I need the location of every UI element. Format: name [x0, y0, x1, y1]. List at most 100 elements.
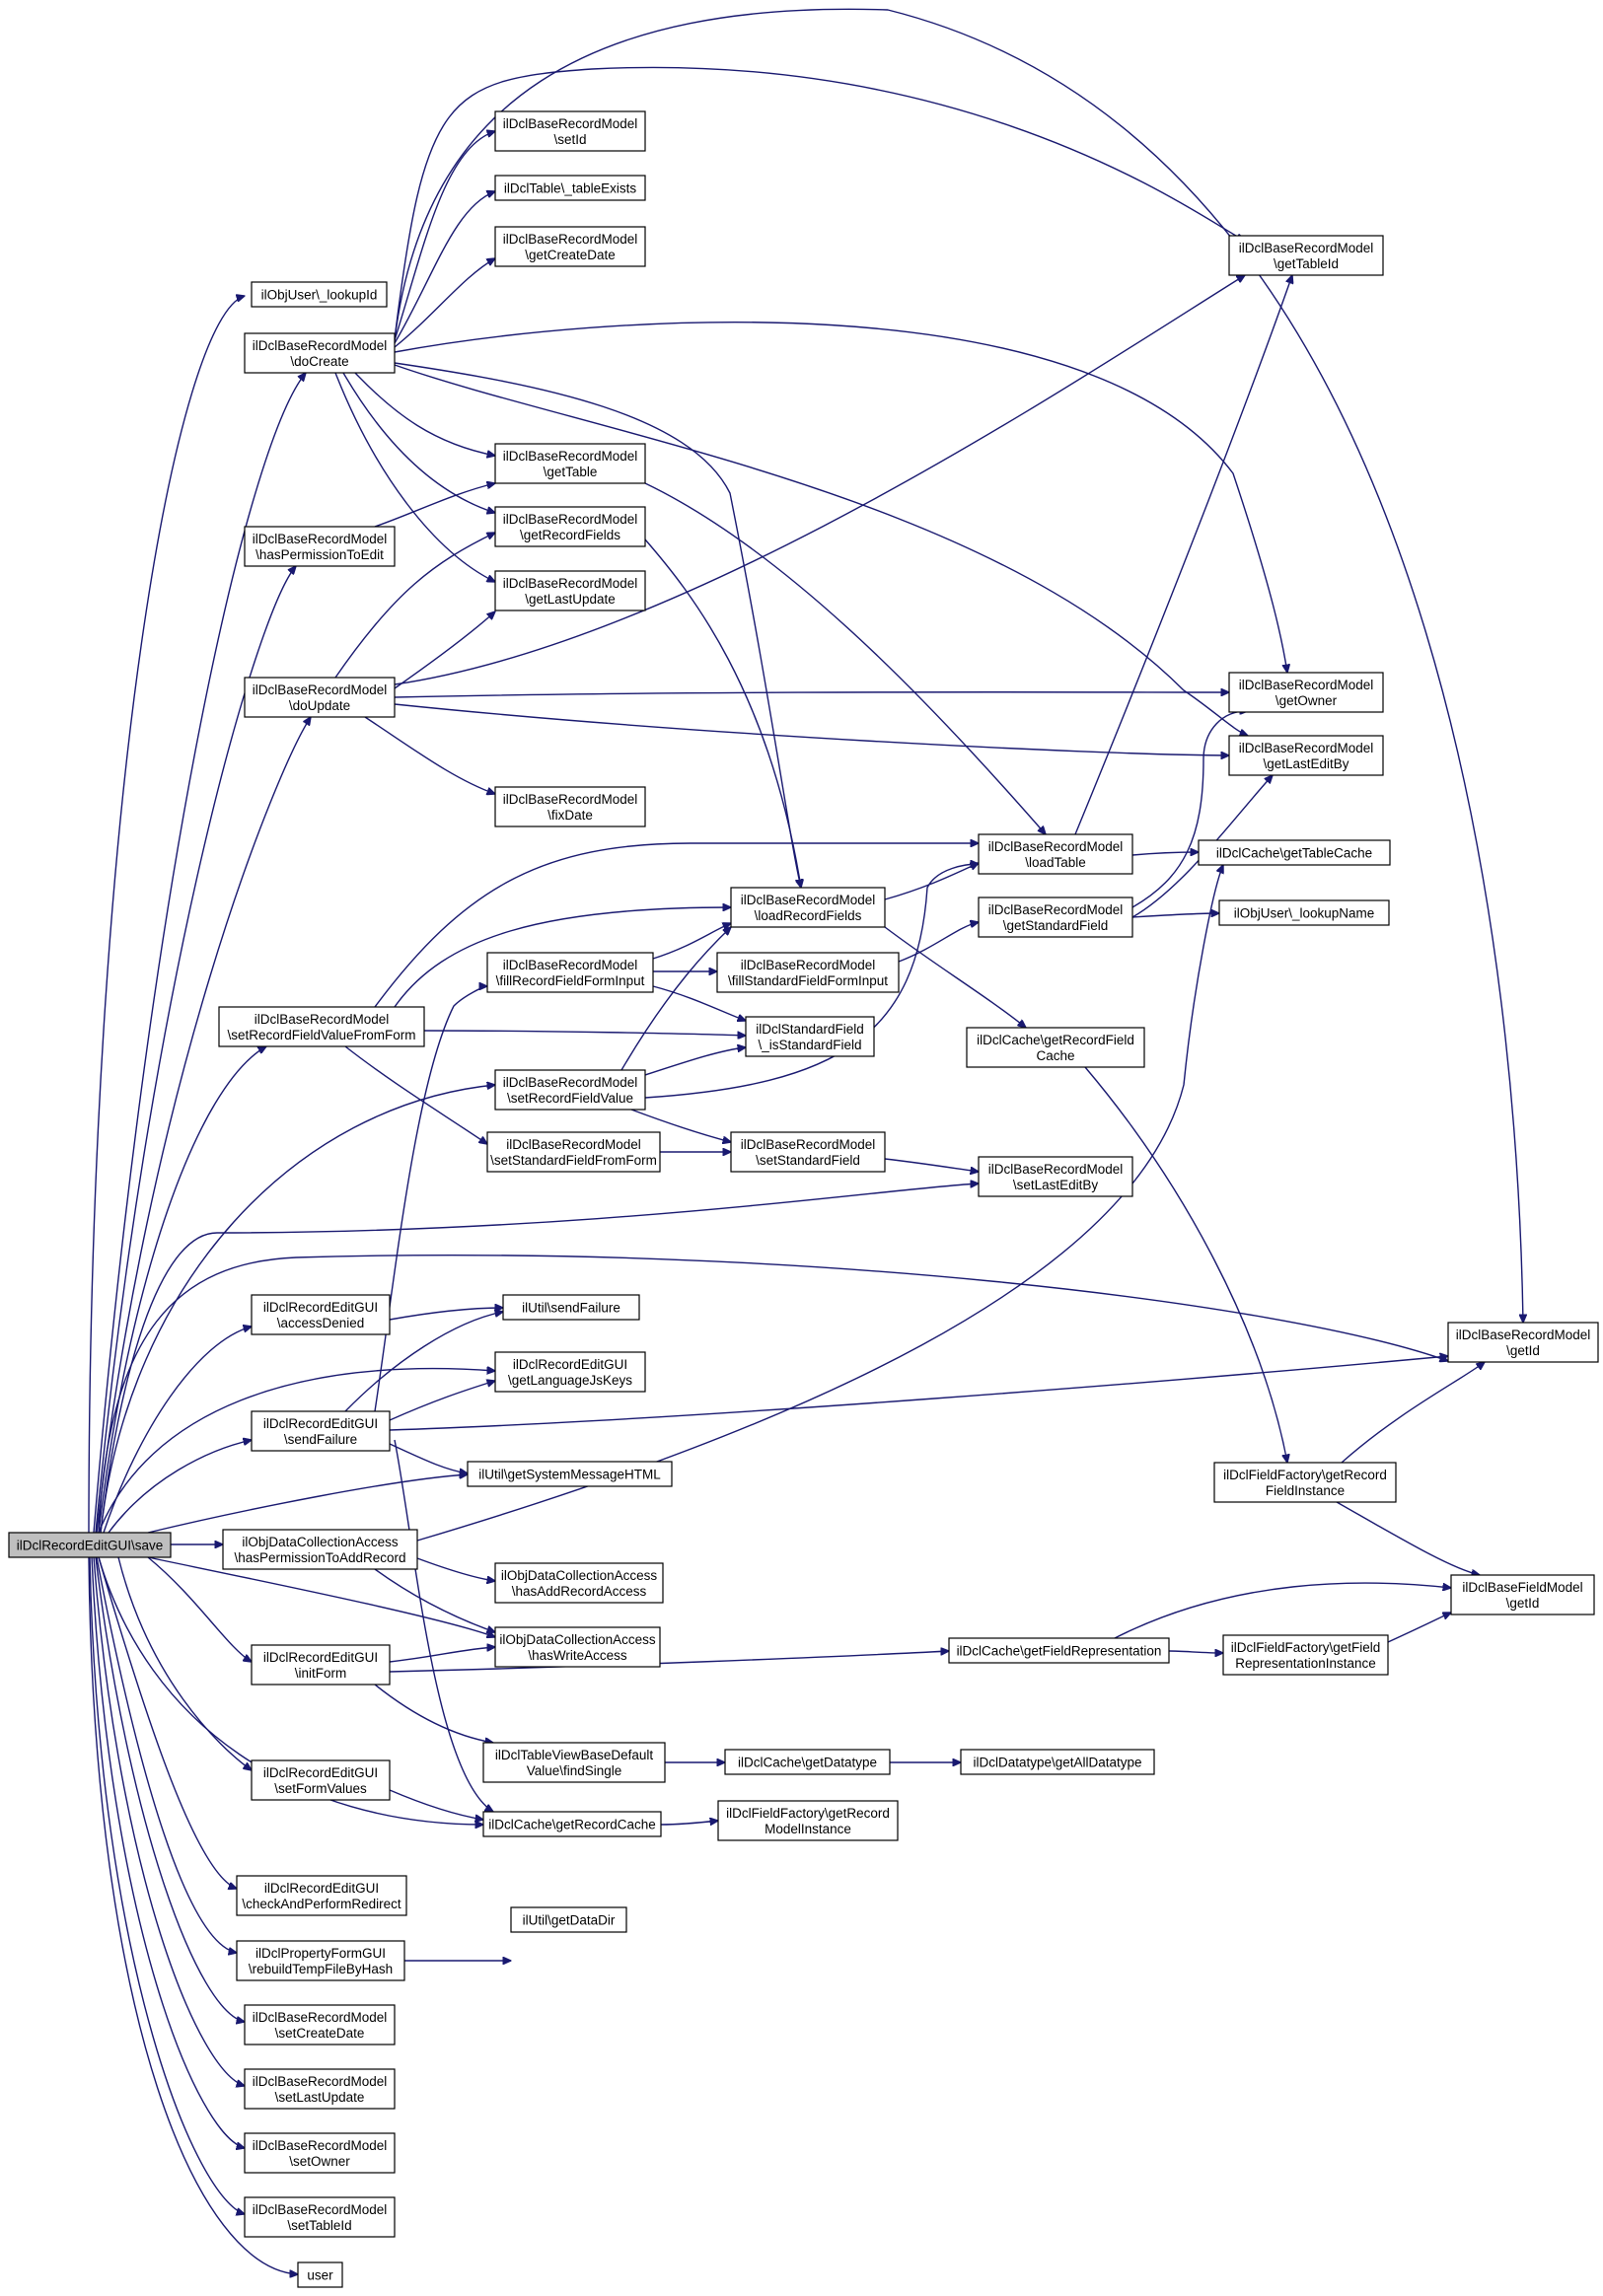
graph-node[interactable]: ilDclBaseRecordModel\setId [494, 110, 646, 152]
graph-node[interactable]: ilDclBaseRecordModel\doUpdate [244, 677, 396, 718]
graph-node[interactable]: ilUtil\sendFailure [502, 1294, 640, 1321]
graph-node[interactable]: user [297, 2261, 343, 2288]
graph-node[interactable]: ilDclRecordEditGUI\getLanguageJsKeys [494, 1351, 646, 1393]
node-label: user [307, 2268, 333, 2283]
graph-node[interactable]: ilDclBaseRecordModel\getId [1447, 1322, 1599, 1363]
node-label: RepresentationInstance [1235, 1656, 1376, 1671]
graph-node[interactable]: ilObjUser\_lookupName [1218, 899, 1390, 926]
graph-node[interactable]: ilDclBaseRecordModel\setRecordFieldValue… [218, 1006, 425, 1047]
node-label: ilDclRecordEditGUI [264, 1881, 379, 1896]
graph-node[interactable]: ilUtil\getDataDir [510, 1906, 627, 1933]
graph-node[interactable]: ilDclBaseRecordModel\setStandardFieldFro… [486, 1131, 661, 1173]
node-label: \getCreateDate [525, 248, 616, 262]
node-label: ilDclBaseRecordModel [503, 792, 638, 807]
graph-node[interactable]: ilDclRecordEditGUI\checkAndPerformRedire… [236, 1875, 407, 1916]
graph-node[interactable]: ilObjDataCollectionAccess\hasWriteAccess [494, 1626, 661, 1668]
node-label: ilDclBaseRecordModel [741, 893, 876, 907]
graph-node[interactable]: ilObjDataCollectionAccess\hasAddRecordAc… [494, 1562, 664, 1604]
graph-node[interactable]: ilObjDataCollectionAccess\hasPermissionT… [222, 1529, 418, 1570]
node-label: ilDclBaseRecordModel [1239, 741, 1374, 755]
node-label: ilDclTable\_tableExists [504, 181, 637, 196]
graph-node[interactable]: ilDclCache\getFieldRepresentation [948, 1637, 1170, 1664]
graph-node[interactable]: ilDclRecordEditGUI\accessDenied [251, 1294, 391, 1335]
graph-node[interactable]: ilDclTable\_tableExists [494, 175, 646, 201]
node-box [1222, 1634, 1389, 1676]
graph-node[interactable]: ilDclBaseRecordModel\fillStandardFieldFo… [716, 952, 900, 993]
graph-node[interactable]: ilDclPropertyFormGUI\rebuildTempFileByHa… [236, 1940, 405, 1981]
graph-node[interactable]: ilUtil\getSystemMessageHTML [467, 1461, 673, 1487]
graph-node[interactable]: ilDclBaseRecordModel\fixDate [494, 786, 646, 827]
edge-n36-to-n44 [884, 926, 1026, 1028]
node-label: ilDclBaseRecordModel [503, 958, 638, 972]
node-label: ilUtil\getDataDir [523, 1913, 616, 1928]
node-box [1450, 1574, 1595, 1615]
graph-node[interactable]: ilDclCache\getDatatype [724, 1749, 891, 1775]
graph-node[interactable]: ilDclBaseRecordModel\getLastEditBy [1228, 735, 1384, 776]
graph-node[interactable]: ilDclBaseRecordModel\getTableId [1228, 235, 1384, 276]
graph-node[interactable]: ilDclBaseRecordModel\getLastUpdate [494, 570, 646, 611]
graph-node[interactable]: ilDclBaseRecordModel\setTableId [244, 2196, 396, 2238]
node-box [251, 1644, 391, 1686]
graph-node[interactable]: ilDclBaseRecordModel\hasPermissionToEdit [244, 526, 396, 567]
graph-node[interactable]: ilDclBaseRecordModel\getTable [494, 443, 646, 484]
graph-node[interactable]: ilObjUser\_lookupId [251, 281, 388, 308]
node-label: ilDclBaseRecordModel [988, 902, 1124, 917]
node-box [1218, 899, 1390, 926]
graph-node[interactable]: ilDclBaseRecordModel\doCreate [244, 332, 396, 374]
graph-node[interactable]: ilDclBaseFieldModel\getId [1450, 1574, 1595, 1615]
edge-n4-to-n49 [394, 692, 1229, 698]
graph-node[interactable]: ilDclRecordEditGUI\setFormValues [251, 1759, 391, 1801]
graph-node[interactable]: ilDclRecordEditGUI\initForm [251, 1644, 391, 1686]
node-box [960, 1749, 1155, 1775]
node-label: \getLanguageJsKeys [508, 1373, 632, 1388]
edge-n8-to-n32 [374, 1568, 495, 1632]
edge-n2-to-n50 [394, 364, 1248, 736]
graph-node[interactable]: ilDclFieldFactory\getFieldRepresentation… [1222, 1634, 1389, 1676]
graph-node[interactable]: ilDclStandardField\_isStandardField [745, 1016, 875, 1057]
graph-node[interactable]: ilDclBaseRecordModel\setLastUpdate [244, 2068, 396, 2110]
graph-node[interactable]: ilDclBaseRecordModel\setStandardField [730, 1131, 886, 1173]
graph-node[interactable]: ilDclBaseRecordModel\setOwner [244, 2132, 396, 2174]
node-box [494, 226, 646, 267]
edge-n44-to-n54 [1084, 1066, 1287, 1463]
edge-n4-to-n50 [394, 703, 1229, 755]
graph-node[interactable]: ilDclBaseRecordModel\setCreateDate [244, 2004, 396, 2045]
graph-node[interactable]: ilDclCache\getRecordCache [482, 1811, 662, 1837]
graph-node[interactable]: ilDclBaseRecordModel\getCreateDate [494, 226, 646, 267]
graph-node[interactable]: ilDclTableViewBaseDefaultValue\findSingl… [482, 1742, 666, 1783]
node-box [482, 1742, 666, 1783]
graph-node[interactable]: ilDclBaseRecordModel\getStandardField [978, 897, 1133, 938]
graph-node[interactable]: ilDclBaseRecordModel\fillRecordFieldForm… [486, 952, 654, 993]
graph-node[interactable]: ilDclRecordEditGUI\sendFailure [251, 1410, 391, 1452]
graph-node[interactable]: ilDclBaseRecordModel\setRecordFieldValue [494, 1069, 646, 1111]
node-label: ilDclBaseRecordModel [253, 2202, 388, 2217]
graph-node[interactable]: ilDclCache\getTableCache [1198, 839, 1391, 866]
graph-node[interactable]: ilDclBaseRecordModel\getRecordFields [494, 506, 646, 547]
node-box [251, 1410, 391, 1452]
edge-n21-to-n42 [644, 482, 1046, 834]
graph-node[interactable]: ilDclBaseRecordModel\loadTable [978, 833, 1133, 875]
node-box [1447, 1322, 1599, 1363]
node-label: \setRecordFieldValueFromForm [227, 1028, 415, 1042]
node-label: \getLastEditBy [1263, 756, 1348, 771]
graph-node[interactable]: ilDclBaseRecordModel\getOwner [1228, 672, 1384, 713]
node-label: \getStandardField [1003, 918, 1109, 933]
edge-n2-to-n22 [342, 372, 495, 513]
node-label: \loadTable [1025, 855, 1086, 870]
node-label: Value\findSingle [527, 1763, 622, 1778]
edge-n2-to-n20 [394, 258, 495, 348]
node-label: ilDclBaseRecordModel [1456, 1327, 1591, 1342]
graph-node[interactable]: ilDclBaseRecordModel\setLastEditBy [978, 1156, 1133, 1197]
graph-node[interactable]: ilDclBaseRecordModel\loadRecordFields [730, 887, 886, 928]
node-label: ilDclRecordEditGUI [263, 1765, 378, 1780]
node-label: \checkAndPerformRedirect [242, 1897, 401, 1911]
root-node[interactable]: ilDclRecordEditGUI\save [8, 1532, 172, 1558]
edge-n0-to-n12 [96, 1556, 237, 1953]
edge-n7-to-n34 [394, 1439, 493, 1812]
graph-node[interactable]: ilDclDatatype\getAllDatatype [960, 1749, 1155, 1775]
node-box [1228, 235, 1384, 276]
node-label: \setId [553, 132, 586, 147]
